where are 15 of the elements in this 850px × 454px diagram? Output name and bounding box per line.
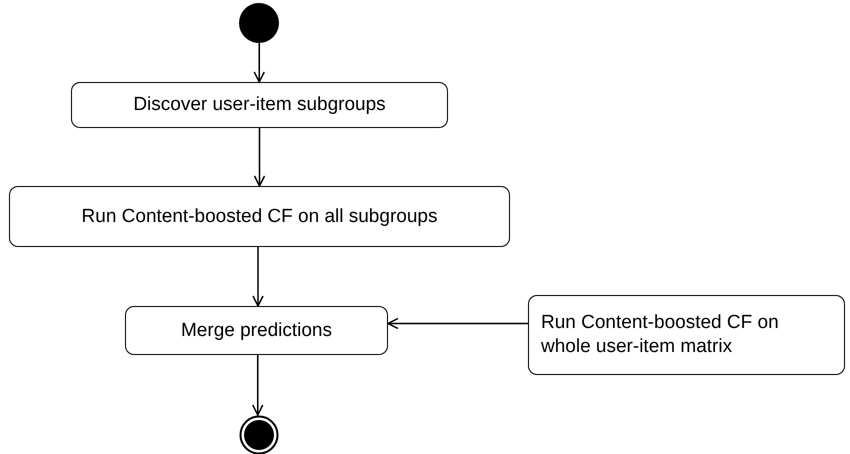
arrow — [252, 247, 264, 307]
arrow — [387, 318, 528, 330]
action-box — [9, 186, 510, 247]
action-label: Run Content-boosted CF on all subgroups — [82, 204, 438, 228]
arrow — [254, 128, 266, 187]
action-box — [71, 82, 448, 128]
action-label: Run Content-boosted CF on whole user-item matrix — [541, 311, 780, 359]
initial-node — [239, 3, 279, 43]
action-box — [125, 306, 388, 355]
arrow — [252, 355, 264, 416]
action-box — [528, 295, 845, 375]
arrow — [254, 43, 265, 83]
action-label: Merge predictions — [180, 318, 332, 342]
action-label: Discover user-item subgroups — [133, 93, 386, 117]
final-node — [239, 415, 279, 454]
